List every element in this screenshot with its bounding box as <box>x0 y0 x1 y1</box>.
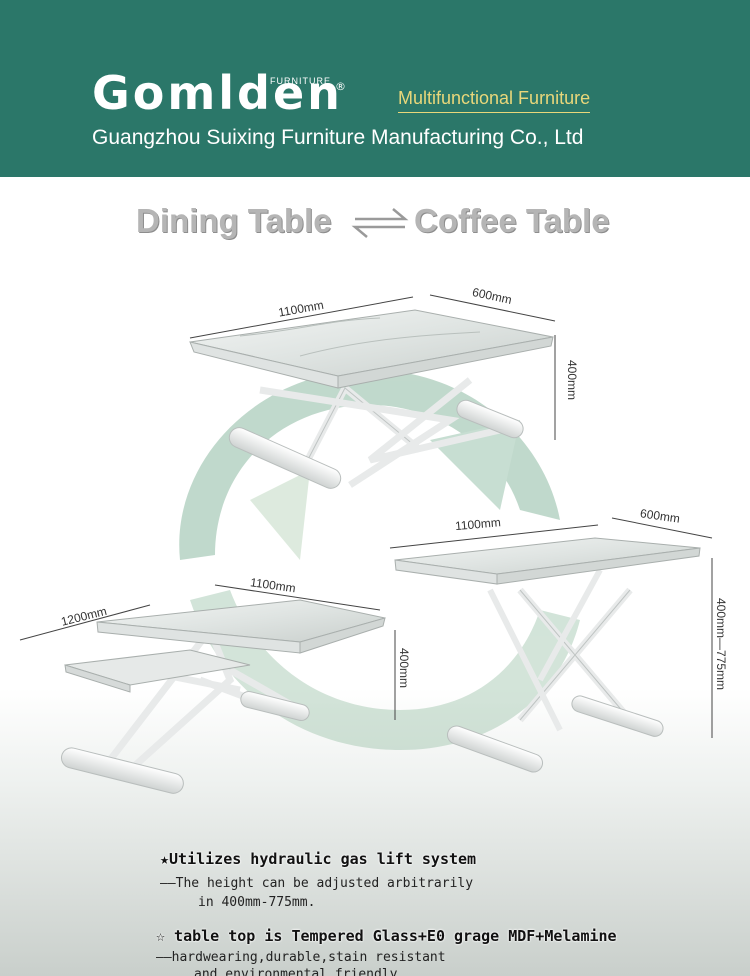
dim-right-height: 400mm—775mm <box>714 598 728 690</box>
dim-right-width: 600mm <box>639 506 681 525</box>
feature-gas-lift-line2: in 400mm-775mm. <box>198 895 316 910</box>
feature-table-top-title: ☆ table top is Tempered Glass+E0 grage M… <box>156 927 617 945</box>
top-table-illustration <box>189 294 556 489</box>
dim-left-height: 400mm <box>397 648 411 688</box>
feature-table-top-line2: and environmental friendly <box>194 967 398 976</box>
brand-subtitle: FURNITURE <box>270 76 331 86</box>
dim-left-length: 1100mm <box>249 575 296 595</box>
company-name: Guangzhou Suixing Furniture Manufacturin… <box>92 126 584 149</box>
feature-gas-lift-line1: ——The height can be adjusted arbitrarily <box>160 876 474 891</box>
header-banner: Gomlden FURNITURE ® Multifunctional Furn… <box>0 0 750 177</box>
dim-top-length: 1100mm <box>277 298 325 320</box>
right-table-illustration <box>389 517 713 773</box>
dim-top-height: 400mm <box>565 360 579 400</box>
dining-table-title: Dining Table <box>136 202 332 239</box>
product-illustration: 1100mm 600mm 400mm 1100mm 600mm 400mm—77… <box>19 285 728 794</box>
feature-gas-lift-title: ★Utilizes hydraulic gas lift system <box>160 850 477 868</box>
feature-table-top-line1: ——hardwearing,durable,stain resistant <box>156 950 446 965</box>
registered-mark: ® <box>335 80 346 93</box>
coffee-table-title: Coffee Table <box>414 202 610 239</box>
left-table-illustration <box>19 584 396 794</box>
dim-right-length: 1100mm <box>454 515 501 533</box>
dim-top-width: 600mm <box>471 285 513 307</box>
content-background <box>0 177 750 976</box>
tagline: Multifunctional Furniture <box>398 88 591 113</box>
brand-logo: Gomlden <box>92 66 343 120</box>
swap-arrows-icon <box>351 208 409 238</box>
